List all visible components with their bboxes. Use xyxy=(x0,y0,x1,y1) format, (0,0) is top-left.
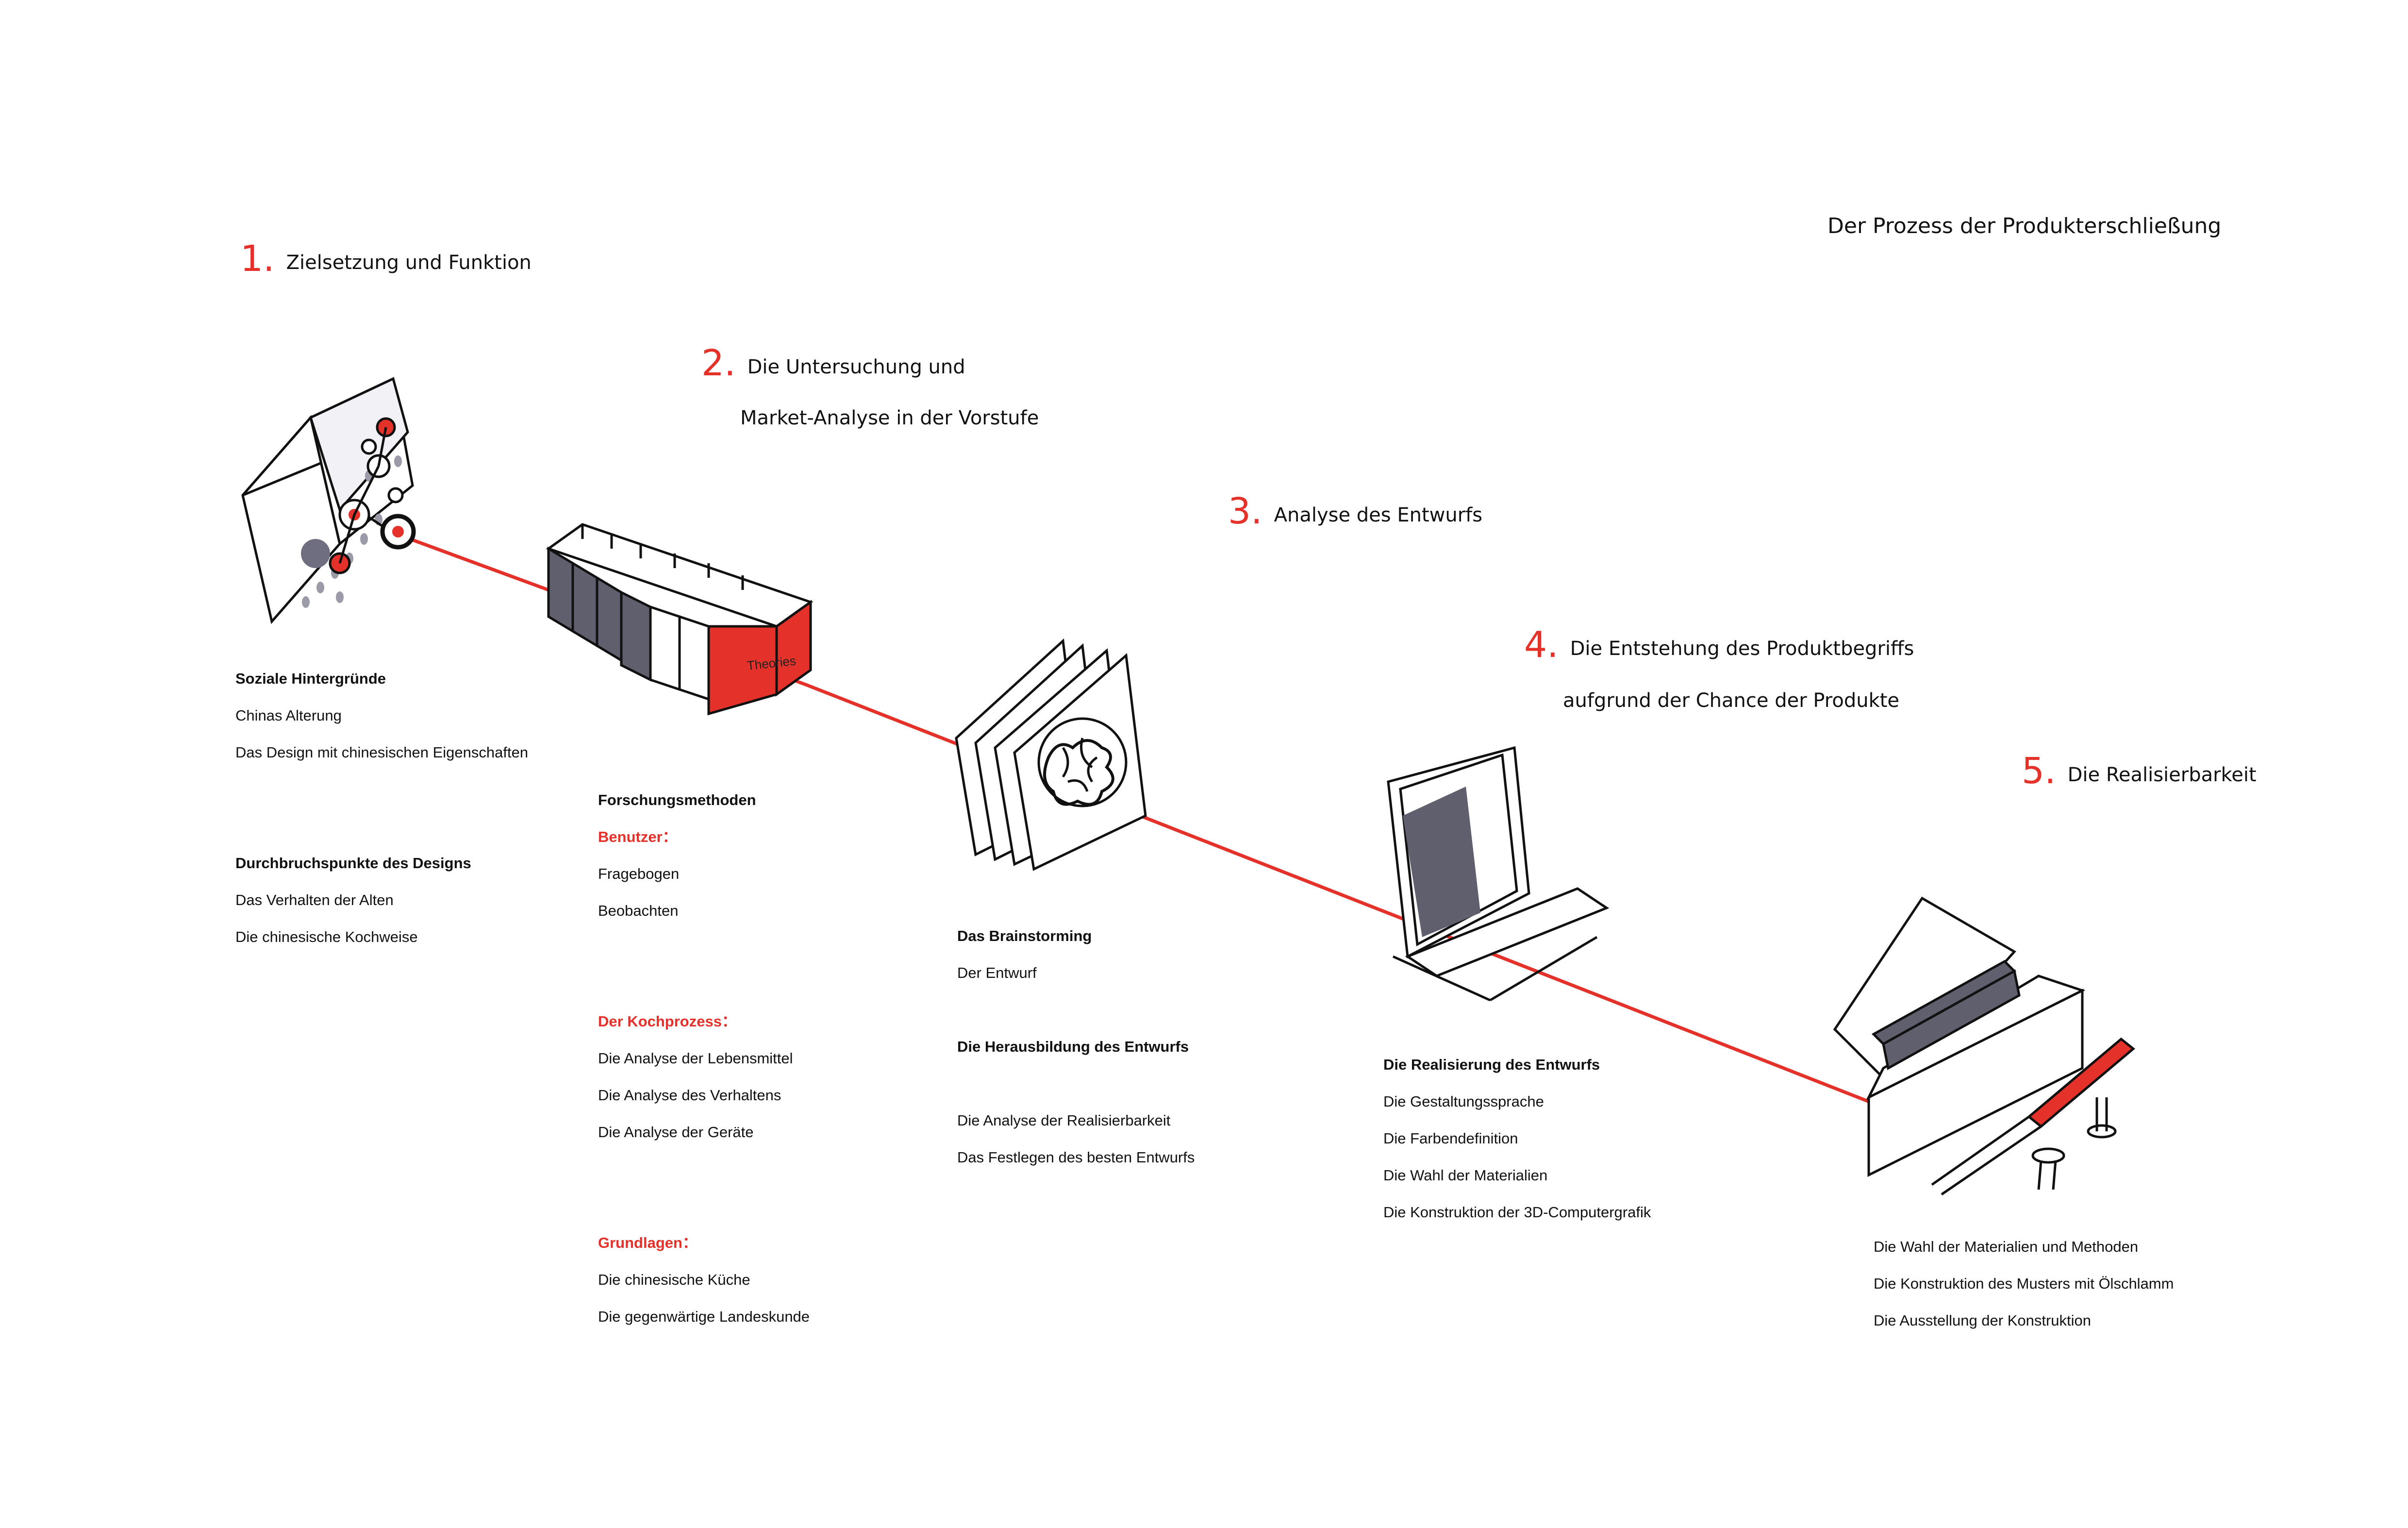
step-5-title: Die Realisierbarkeit xyxy=(2067,764,2257,786)
list-item: Die gegenwärtige Landeskunde xyxy=(598,1308,810,1325)
list-item: Der Entwurf xyxy=(957,964,1037,981)
list-item: Die Konstruktion des Musters mit Ölschla… xyxy=(1874,1275,2174,1292)
list-spacer xyxy=(957,991,1195,1028)
step-1-number: 1. xyxy=(240,238,275,280)
brain-sheets-illustration xyxy=(955,638,1147,871)
list-item: Die Konstruktion der 3D-Computergrafik xyxy=(1383,1204,1651,1221)
list-spacer xyxy=(598,1151,810,1188)
laptop-illustration xyxy=(1387,746,1610,1002)
list-item: Die Analyse der Realisierbarkeit xyxy=(957,1112,1171,1129)
step-4-heading: 4. Die Entstehung des Produktbegriffs xyxy=(1524,624,1914,666)
list-heading: Durchbruchspunkte des Designs xyxy=(235,855,471,872)
page-title: Der Prozess der Produkterschließung xyxy=(1827,214,2222,238)
cube-molecule-illustration xyxy=(241,377,416,624)
list-spacer xyxy=(598,1188,810,1225)
list-heading: Grundlagen： xyxy=(598,1234,697,1251)
list-item: Die Analyse des Verhaltens xyxy=(598,1087,781,1104)
list-item: Das Verhalten der Alten xyxy=(235,891,394,908)
binders-illustration xyxy=(546,523,814,716)
step-3-title: Analyse des Entwurfs xyxy=(1274,504,1483,526)
list-item: Die Analyse der Geräte xyxy=(598,1124,754,1141)
list-item: Fragebogen xyxy=(598,865,680,882)
list-item: Das Design mit chinesischen Eigenschafte… xyxy=(235,744,529,761)
list-heading: Das Brainstorming xyxy=(957,927,1092,944)
step-2-title: Die Untersuchung und xyxy=(747,356,965,378)
step-4-number: 4. xyxy=(1524,624,1559,666)
box-tools-illustration xyxy=(1833,896,2135,1196)
list-heading: Benutzer： xyxy=(598,828,678,845)
list-heading: Soziale Hintergründe xyxy=(235,670,386,687)
list-spacer xyxy=(598,929,810,966)
list-spacer xyxy=(235,771,528,808)
list-item: Die Gestaltungssprache xyxy=(1383,1093,1544,1110)
step-5-number: 5. xyxy=(2022,750,2056,792)
step-2-subtitle: Market-Analyse in der Vorstufe xyxy=(740,407,1039,429)
step-4-subtitle: aufgrund der Chance der Produkte xyxy=(1563,689,1900,712)
list-item: Die Wahl der Materialien xyxy=(1383,1167,1548,1184)
list-item: Die chinesische Küche xyxy=(598,1271,750,1288)
list-item: Die Wahl der Materialien und Methoden xyxy=(1874,1238,2139,1255)
list-heading: Der Kochprozess： xyxy=(598,1013,737,1030)
list-item: Die Ausstellung der Konstruktion xyxy=(1874,1312,2092,1329)
step-3-number: 3. xyxy=(1228,490,1262,532)
list-spacer xyxy=(957,1065,1195,1102)
step-3-heading: 3. Analyse des Entwurfs xyxy=(1228,490,1482,532)
list-item: Beobachten xyxy=(598,902,679,919)
list-item: Chinas Alterung xyxy=(235,707,342,724)
step-2-heading: 2. Die Untersuchung und xyxy=(701,342,965,384)
list-item: Die chinesische Kochweise xyxy=(235,928,418,945)
list-spacer xyxy=(598,966,810,1003)
step-2-number: 2. xyxy=(701,342,736,384)
step-4-title: Die Entstehung des Produktbegriffs xyxy=(1570,638,1914,660)
list-item: Die Farbendefinition xyxy=(1383,1130,1518,1147)
list-heading: Forschungsmethoden xyxy=(598,791,756,808)
list-item: Die Analyse der Lebensmittel xyxy=(598,1050,793,1067)
step-1-title: Zielsetzung und Funktion xyxy=(286,252,531,274)
list-spacer xyxy=(235,808,528,845)
list-heading: Die Herausbildung des Entwurfs xyxy=(957,1038,1189,1055)
list-item: Das Festlegen des besten Entwurfs xyxy=(957,1149,1195,1166)
process-line xyxy=(382,527,1909,1119)
step-5-heading: 5. Die Realisierbarkeit xyxy=(2022,750,2257,792)
list-heading: Die Realisierung des Entwurfs xyxy=(1383,1056,1600,1073)
step-1-heading: 1. Zielsetzung und Funktion xyxy=(240,238,531,280)
